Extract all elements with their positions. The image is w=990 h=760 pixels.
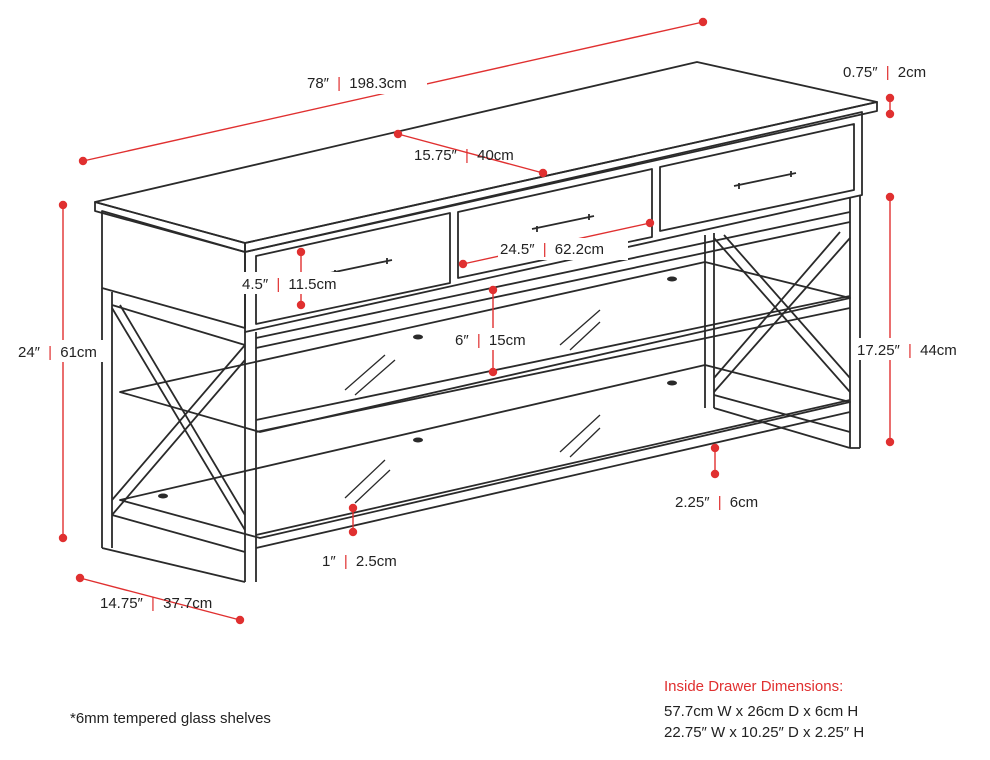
inside-drawer-imperial: 22.75″ W x 10.25″ D x 2.25″ H bbox=[664, 724, 865, 741]
drawer-height-label: 4.5″ | 11.5cm bbox=[242, 276, 337, 293]
tabletop-front-edge bbox=[94, 201, 246, 253]
drawer-front-left bbox=[255, 212, 451, 325]
inside-drawer-title: Inside Drawer Dimensions: bbox=[664, 678, 844, 695]
drawer-depth-label: 15.75″ | 40cm bbox=[414, 147, 514, 164]
width-label: 78″ | 198.3cm bbox=[307, 75, 407, 92]
shelf-gap-label: 6″ | 15cm bbox=[455, 332, 526, 349]
drawer-box-front bbox=[244, 111, 863, 333]
right-side-bottom-rail bbox=[713, 394, 851, 449]
drawer-handle-right bbox=[733, 171, 797, 189]
width-separator: | bbox=[337, 75, 341, 92]
right-side-x-brace bbox=[713, 231, 851, 393]
drawer-handle-center bbox=[531, 214, 595, 232]
leg-clearance-label: 2.25″ | 6cm bbox=[675, 494, 758, 511]
drawer-width-label: 24.5″ | 62.2cm bbox=[500, 241, 604, 258]
frame-height-label: 17.25″ | 44cm bbox=[857, 342, 957, 359]
middle-glass-shelf bbox=[119, 261, 851, 433]
width-metric: 198.3cm bbox=[349, 75, 407, 92]
inside-drawer-metric: 57.7cm W x 26cm D x 6cm H bbox=[664, 703, 859, 720]
tabletop-right-edge bbox=[244, 101, 878, 253]
depth-label: 14.75″ | 37.7cm bbox=[100, 595, 212, 612]
top-thickness-label: 0.75″ | 2cm bbox=[843, 64, 926, 81]
upper-front-rail bbox=[255, 211, 851, 349]
left-side-frame bbox=[101, 288, 257, 583]
shelf-support-pins bbox=[158, 276, 677, 499]
glass-reflections bbox=[344, 309, 601, 504]
rear-right-leg bbox=[704, 233, 715, 408]
front-right-leg bbox=[849, 196, 861, 449]
width-imperial: 78″ bbox=[307, 75, 330, 92]
tv-stand-drawing bbox=[94, 61, 878, 583]
dimension-lines bbox=[58, 17, 895, 625]
drawer-front-right bbox=[659, 123, 855, 232]
drawer-front-center bbox=[457, 168, 653, 279]
bottom-glass-shelf bbox=[119, 364, 851, 539]
glass-shelf-note: *6mm tempered glass shelves bbox=[70, 710, 271, 727]
bottom-rail-label: 1″ | 2.5cm bbox=[322, 553, 397, 570]
bottom-shelf-front-rail bbox=[255, 399, 851, 549]
middle-shelf-front-rail bbox=[255, 295, 851, 433]
total-height-label: 24″ | 61cm bbox=[18, 344, 97, 361]
